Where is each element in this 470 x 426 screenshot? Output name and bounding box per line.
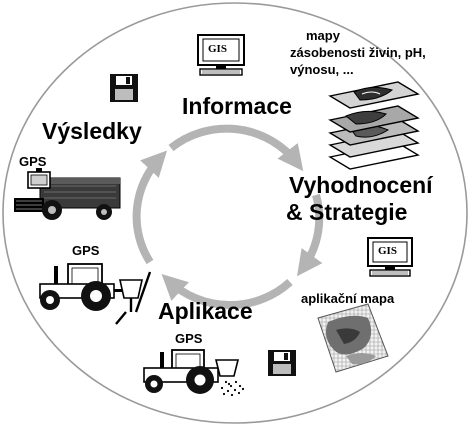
- stage-label-vyhodnoceni: Vyhodnocení: [289, 172, 433, 198]
- cycle-arrow-right: [296, 193, 324, 277]
- gps-label-harvester: GPS: [19, 154, 47, 169]
- stage-label-strategie: & Strategie: [286, 199, 408, 225]
- maps-note-line2: zásobenosti živin, pH,: [290, 45, 426, 60]
- gis-screen-label-right: GIS: [378, 245, 397, 257]
- cycle-arrow-bottom: [161, 273, 293, 310]
- stage-label-vysledky: Výsledky: [42, 118, 142, 144]
- gis-screen-label-top: GIS: [208, 43, 227, 55]
- maps-note-line3: výnosu, ...: [290, 62, 354, 77]
- floppy-disk-icon: [110, 74, 138, 102]
- stage-label-informace: Informace: [182, 93, 292, 119]
- gps-label-sprayer: GPS: [72, 243, 100, 258]
- application-map-icon: [317, 303, 389, 373]
- tractor-spreader-icon: [143, 349, 245, 397]
- application-map-note: aplikační mapa: [301, 291, 395, 306]
- tractor-sprayer-icon: [39, 263, 152, 325]
- maps-note-line1: mapy: [306, 28, 340, 43]
- floppy-disk-icon: [268, 350, 296, 376]
- stage-label-aplikace: Aplikace: [158, 298, 253, 324]
- gps-label-spreader: GPS: [175, 331, 203, 346]
- computer-gis-icon: [197, 34, 245, 76]
- cycle-arrows: [132, 124, 324, 310]
- combine-harvester-icon: [14, 168, 121, 220]
- cycle-arrow-left: [132, 150, 168, 265]
- cycle-arrow-top: [168, 124, 304, 172]
- computer-gis-icon: [367, 237, 413, 277]
- map-layers-icon: [328, 81, 420, 170]
